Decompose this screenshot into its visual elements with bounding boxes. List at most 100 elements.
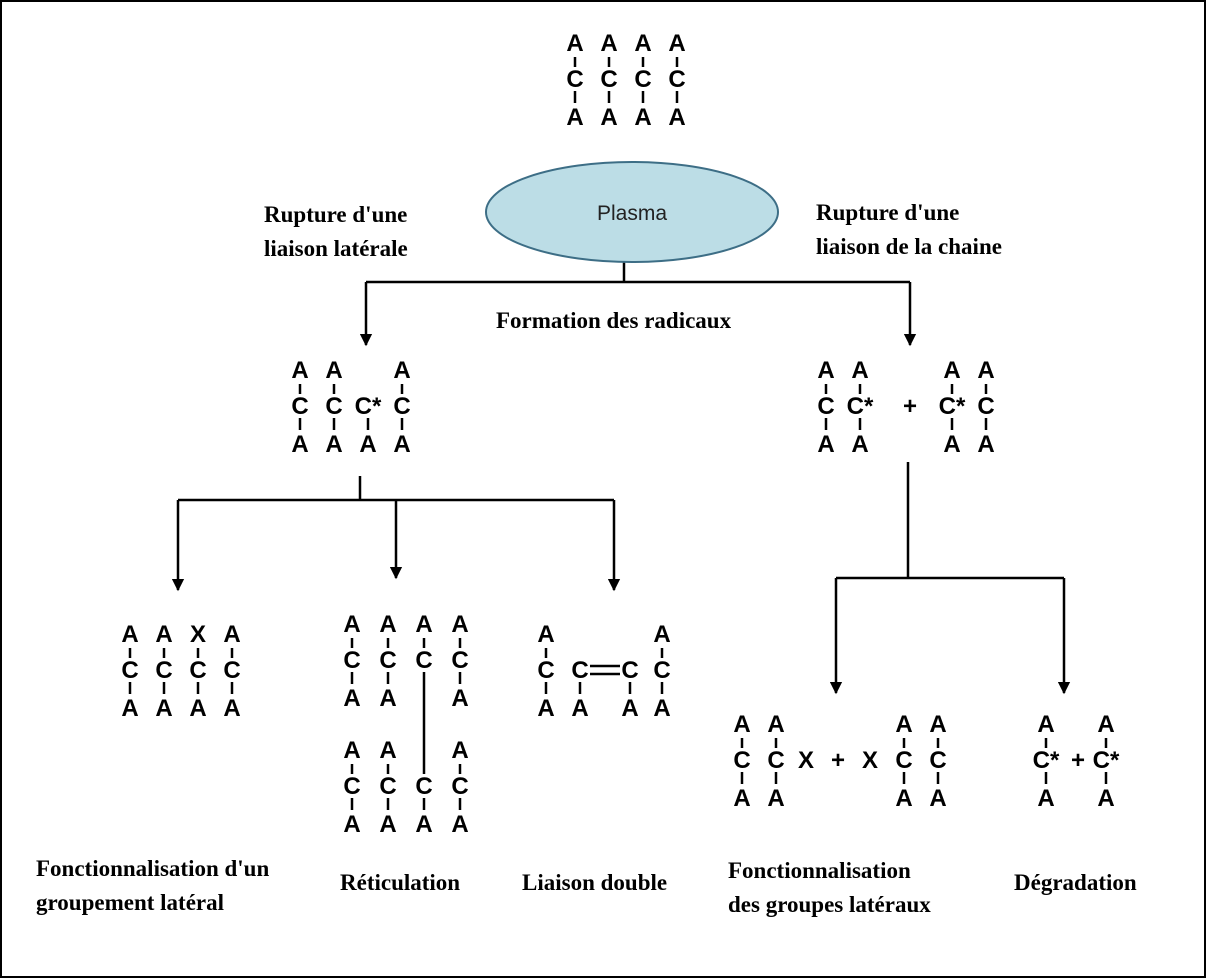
substituent-a: A [571,695,588,722]
substituent-a: A [121,695,138,722]
plasma-node: Plasma [485,161,779,263]
carbon-atom: C [977,393,994,420]
outcome-double-bond: Liaison double [522,870,667,895]
substituent-a: A [343,685,360,712]
radical-carbon: C* [1093,747,1120,774]
radical-carbon: C* [847,393,874,420]
carbon-atom: C [537,657,554,684]
carbon-atom: C [600,66,617,93]
substituent-a: A [291,357,308,384]
carbon-atom: C [451,773,468,800]
carbon-atom: C [155,657,172,684]
carbon-atom: C [121,657,138,684]
x-group: X [862,747,878,774]
right-break-line-2: liaison de la chaine [816,234,1002,259]
substituent-a: A [393,357,410,384]
carbon-atom: C [733,747,750,774]
substituent-a: A [379,811,396,838]
substituent-a: A [1037,711,1054,738]
substituent-a: A [121,621,138,648]
substituent-a: A [943,431,960,458]
substituent-a: A [733,785,750,812]
substituent-a: A [668,30,685,57]
substituent-a: A [291,431,308,458]
substituent-a: A [343,811,360,838]
outcome-degradation: Dégradation [1014,870,1137,895]
substituent-a: A [415,811,432,838]
substituent-a: A [451,811,468,838]
substituent-a: A [343,737,360,764]
substituent-a: A [566,104,583,131]
carbon-atom: C [451,647,468,674]
substituent-a: A [537,695,554,722]
plasma-ellipse [485,161,779,263]
substituent-a: A [668,104,685,131]
plus-sign: + [903,393,917,420]
carbon-atom: C [393,393,410,420]
substituent-a: A [189,695,206,722]
outcome-group-functionalization-line-1: Fonctionnalisation [728,858,911,883]
carbon-atom: C [379,647,396,674]
carbon-atom: C [767,747,784,774]
substituent-a: A [1037,785,1054,812]
substituent-a: A [451,685,468,712]
left-break-line-2: liaison latérale [264,236,408,261]
substituent-a: A [733,711,750,738]
substituent-a: A [895,711,912,738]
carbon-atom: C [379,773,396,800]
carbon-atom: C [223,657,240,684]
flow-connectors [171,262,1071,695]
radical-carbon: C* [355,393,382,420]
plus-sign: + [831,747,845,774]
carbon-atom: C [653,657,670,684]
carbon-atom: C [325,393,342,420]
carbon-atom: C [621,657,638,684]
carbon-atom: C [189,657,206,684]
substituent-a: A [379,611,396,638]
substituent-a: A [929,711,946,738]
substituent-a: A [634,104,651,131]
substituent-a: A [653,621,670,648]
substituent-a: A [393,431,410,458]
plus-sign: + [1071,747,1085,774]
substituent-a: A [977,431,994,458]
substituent-a: A [817,431,834,458]
carbon-atom: C [571,657,588,684]
substituent-a: A [943,357,960,384]
substituent-a: A [223,621,240,648]
substituent-a: A [155,621,172,648]
degradation-radicals-molecule: C*AA+C*AA [1020,0,1134,812]
carbon-atom: C [343,647,360,674]
carbon-atom: C [343,773,360,800]
labels: Rupture d'une liaison latérale Rupture d… [36,200,1137,917]
substituent-a: A [566,30,583,57]
substituent-a: A [1097,785,1114,812]
substituent-a: A [817,357,834,384]
substituent-a: A [155,695,172,722]
substituent-a: A [977,357,994,384]
substituent-a: A [600,104,617,131]
substituent-a: A [223,695,240,722]
substituent-a: A [343,611,360,638]
substituent-a: A [359,431,376,458]
substituent-a: A [851,431,868,458]
outcome-crosslinking: Réticulation [340,870,460,895]
substituent-a: A [767,785,784,812]
left-break-line-1: Rupture d'une [264,202,407,227]
substituent-a: A [653,695,670,722]
outcome-group-functionalization-line-2: des groupes latéraux [728,892,931,917]
substituent-a: A [621,695,638,722]
carbon-atom: C [291,393,308,420]
substituent-a: A [451,611,468,638]
carbon-atom: C [668,66,685,93]
carbon-atom: C [817,393,834,420]
plasma-label: Plasma [597,202,667,225]
substituent-a: A [634,30,651,57]
